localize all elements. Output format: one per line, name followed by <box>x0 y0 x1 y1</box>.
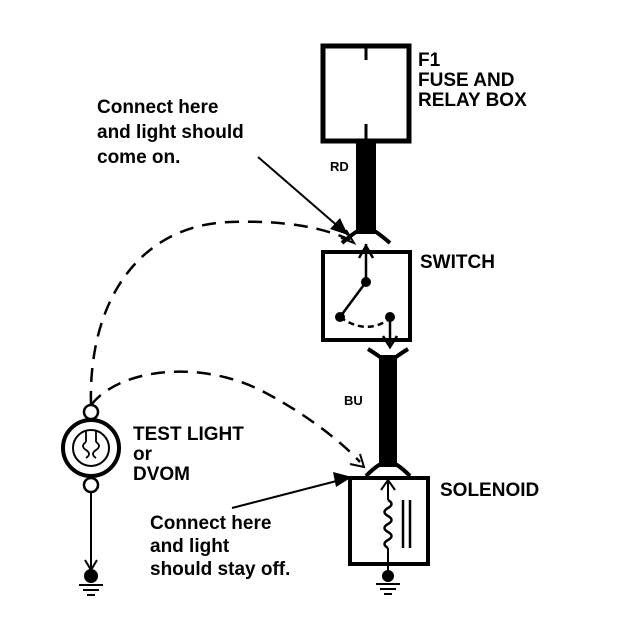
fuse-relay-box <box>320 43 412 144</box>
note-on-arrow-icon <box>257 156 349 236</box>
test-light-ground-icon <box>79 569 103 596</box>
note-on-line1: Connect here <box>97 97 218 118</box>
note-off-line2: and light <box>150 536 230 557</box>
probe-lead-to-switch <box>89 220 351 406</box>
probe-lead-to-solenoid <box>90 370 361 463</box>
test-light-label-line2: or <box>133 444 153 465</box>
switch-label: SWITCH <box>420 252 495 273</box>
note-on-line2: and light should <box>97 122 244 143</box>
solenoid-box <box>348 476 430 574</box>
wire-rd <box>340 141 392 245</box>
solenoid-label: SOLENOID <box>440 480 539 501</box>
fuse-box-title-line2: RELAY BOX <box>418 90 527 111</box>
wire-bu <box>364 347 412 478</box>
test-light-bulb-icon <box>61 403 121 572</box>
test-light-label-line1: TEST LIGHT <box>133 424 244 445</box>
fuse-box-title-line1: FUSE AND <box>418 70 514 91</box>
note-on-line3: come on. <box>97 147 180 168</box>
note-off-arrow-icon <box>231 472 353 509</box>
note-off-line1: Connect here <box>150 513 271 534</box>
switch-box <box>321 243 412 350</box>
fuse-box-id: F1 <box>418 50 441 71</box>
note-off-line3: should stay off. <box>150 559 290 580</box>
test-light-label-line3: DVOM <box>133 464 190 485</box>
wire-rd-label: RD <box>330 159 349 174</box>
solenoid-ground-icon <box>376 570 400 595</box>
wire-bu-label: BU <box>344 393 363 408</box>
